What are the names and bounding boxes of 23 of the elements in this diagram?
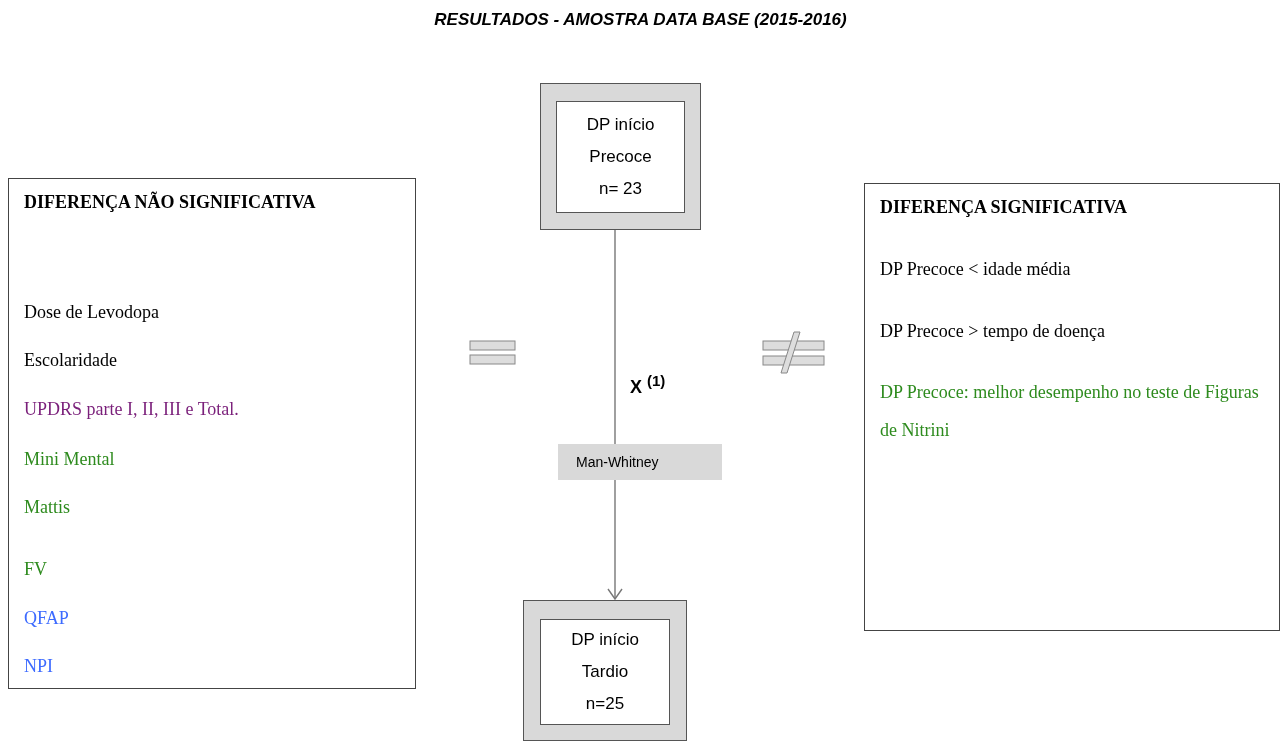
list-item: Mini Mental bbox=[24, 448, 116, 471]
note-label: X $^{(1)}$ bbox=[630, 372, 666, 398]
arrow bbox=[607, 229, 623, 600]
box-text: DP início Precoce n= 23 bbox=[585, 114, 656, 200]
double-frame-box bbox=[523, 600, 687, 741]
list-item: Escolaridade bbox=[24, 349, 118, 372]
list-item: QFAP bbox=[24, 607, 70, 630]
list-item: DP Precoce: melhor desempenho no teste de Figuras de Nitrini bbox=[880, 381, 1260, 442]
list-item: DP Precoce < idade média bbox=[880, 258, 1072, 281]
edge-label: Man-Whitney bbox=[558, 444, 722, 480]
list-item: Dose de Levodopa bbox=[24, 301, 160, 324]
list-item: DP Precoce > tempo de doença bbox=[880, 320, 1106, 343]
box-text: DP início Tardio n=25 bbox=[570, 629, 640, 715]
panel-heading: DIFERENÇA NÃO SIGNIFICATIVA bbox=[24, 190, 317, 214]
text-panel bbox=[8, 178, 416, 689]
text-panel bbox=[864, 183, 1280, 631]
list-item: UPDRS parte I, II, III e Total. bbox=[24, 398, 240, 421]
list-item: NPI bbox=[24, 655, 54, 678]
list-item: Mattis bbox=[24, 496, 71, 519]
list-item: FV bbox=[24, 558, 48, 581]
double-frame-box bbox=[540, 83, 701, 230]
panel-heading: DIFERENÇA SIGNIFICATIVA bbox=[880, 196, 1128, 219]
title: RESULTADOS - AMOSTRA DATA BASE (2015-2016) bbox=[433, 10, 848, 30]
